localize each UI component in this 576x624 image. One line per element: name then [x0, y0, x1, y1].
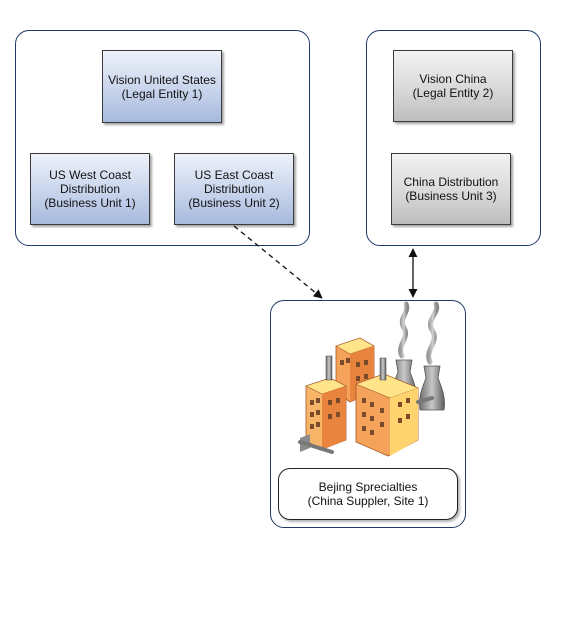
supplier-site-name: Bejing Sprecialties	[318, 480, 418, 494]
legal-entity-vision-china: Vision China (Legal Entity 2)	[393, 50, 513, 122]
business-unit-us-east-coast: US East Coast Distribution (Business Uni…	[174, 153, 294, 225]
business-unit-type: (Business Unit 1)	[44, 196, 136, 210]
business-unit-type: (Business Unit 2)	[188, 196, 280, 210]
business-unit-name-line1: US West Coast	[49, 168, 131, 182]
business-unit-name: China Distribution	[403, 175, 499, 189]
legal-entity-vision-united-states: Vision United States (Legal Entity 1)	[102, 50, 222, 123]
supplier-site-type: (China Suppler, Site 1)	[307, 494, 429, 508]
business-unit-type: (Business Unit 3)	[405, 189, 497, 203]
supplier-site-label: Bejing Sprecialties (China Suppler, Site…	[278, 468, 458, 520]
legal-entity-type: (Legal Entity 2)	[412, 86, 494, 100]
business-unit-name-line2: Distribution	[203, 182, 265, 196]
legal-entity-name: Vision China	[419, 72, 487, 86]
dashed-connector-arrow	[233, 225, 323, 299]
business-unit-name-line1: US East Coast	[194, 168, 274, 182]
business-unit-name-line2: Distribution	[59, 182, 121, 196]
legal-entity-name: Vision United States	[108, 72, 216, 87]
legal-entity-type: (Legal Entity 1)	[121, 86, 203, 101]
business-unit-china-distribution: China Distribution (Business Unit 3)	[391, 153, 511, 225]
business-unit-us-west-coast: US West Coast Distribution (Business Uni…	[30, 153, 150, 225]
